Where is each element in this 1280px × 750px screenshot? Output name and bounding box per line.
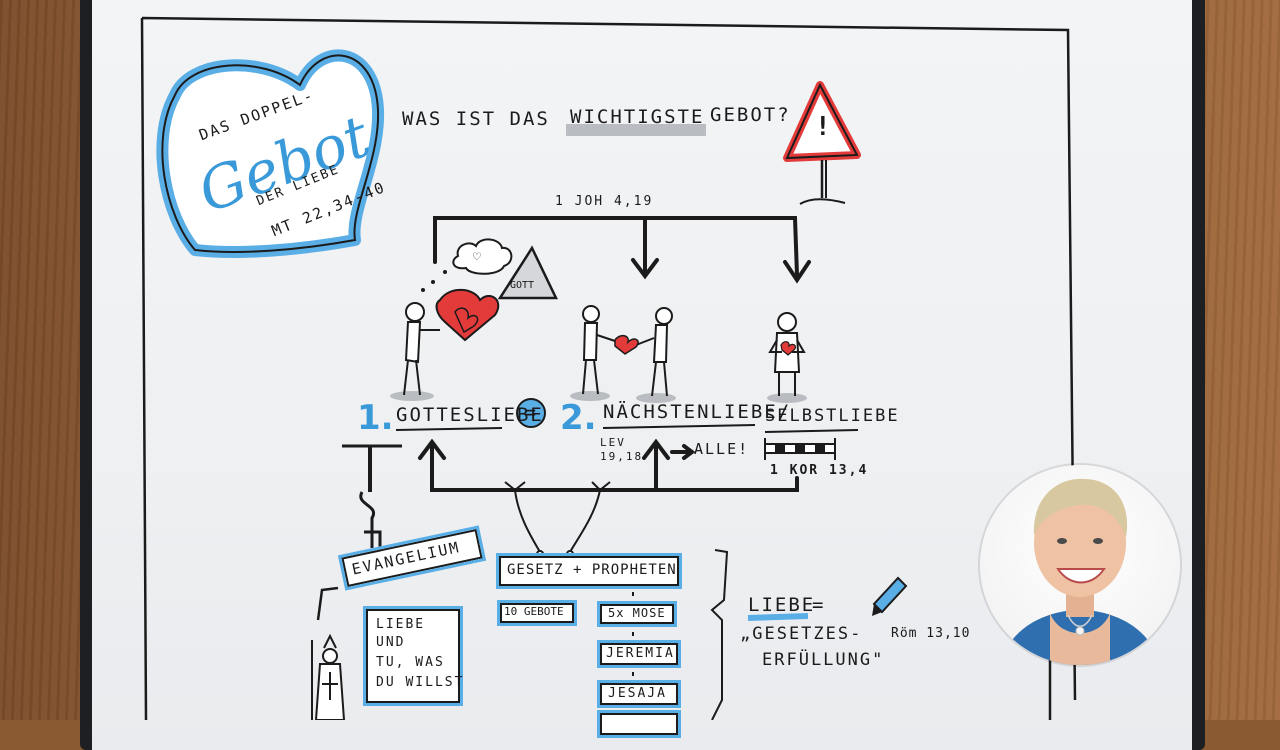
- small-heart-icon: [614, 334, 639, 355]
- bottom-arrow-bracket: [418, 438, 799, 492]
- question-highlight: WICHTIGSTE: [570, 106, 705, 128]
- warning-sign-icon: [783, 81, 861, 205]
- liebe-quote-box: LIEBE UND TU, WAS DU WILLST: [363, 606, 463, 706]
- top-arrow-bracket: [433, 216, 811, 284]
- moses-label: 5x MOSE: [608, 606, 666, 620]
- person-figure-icon: [390, 302, 440, 401]
- definition-reference: Röm 13,10: [891, 626, 971, 641]
- ten-commandments-box: 10 GEBOTE: [497, 600, 577, 626]
- two-people-figure-icon: [570, 305, 676, 403]
- top-reference: 1 JOH 4,19: [555, 194, 654, 209]
- thought-bubble-icon: [421, 238, 513, 292]
- wichtigste-underline: [566, 124, 706, 136]
- curly-bracket: [710, 549, 729, 720]
- jeremia-box: JEREMIA: [597, 640, 681, 668]
- selbstliebe-label: SELBSTLIEBE: [765, 406, 900, 426]
- presenter-avatar: [980, 465, 1180, 665]
- gottesliebe-label: GOTTESLIEBE: [396, 404, 544, 426]
- number-two: 2.: [560, 398, 597, 438]
- warning-exclamation: !: [815, 112, 833, 142]
- evangelium-arrow: [316, 586, 339, 621]
- equals-circle-icon: [516, 398, 546, 428]
- alle-label: ALLE!: [694, 440, 750, 458]
- naechstenliebe-label: NÄCHSTENLIEBE/: [603, 401, 792, 423]
- commandment-underlines: [395, 424, 859, 433]
- jeremia-label: JEREMIA: [606, 646, 675, 661]
- presenter-portrait-icon: [1000, 478, 1160, 665]
- jesaja-label: JESAJA: [608, 686, 667, 701]
- next-prophet-box: [597, 710, 681, 738]
- bishop-figure-icon: [311, 633, 346, 720]
- god-triangle-icon: [497, 245, 558, 300]
- kor-reference: 1 KOR 13,4: [770, 463, 869, 478]
- sketch-drawing: [156, 49, 908, 720]
- definition-equals: =: [812, 594, 826, 616]
- rope-lines: [504, 481, 611, 558]
- liebe-quote-3: TU, WAS: [376, 655, 445, 670]
- law-prophets-box: GESETZ + PROPHETEN: [496, 553, 682, 589]
- ten-commandments-label: 10 GEBOTE: [504, 605, 564, 618]
- equals-sign: =: [524, 400, 539, 424]
- question-prefix: WAS IST DAS: [402, 108, 550, 130]
- definition-line-2: ERFÜLLUNG": [762, 650, 885, 670]
- number-one: 1.: [357, 398, 394, 438]
- measuring-bar-icon: [764, 438, 836, 460]
- lev-reference: LEV 19,18: [600, 436, 644, 463]
- law-prophets-label: GESETZ + PROPHETEN: [507, 562, 677, 578]
- moses-box: 5x MOSE: [597, 601, 677, 627]
- thought-bubble-heart: ♡: [473, 250, 483, 265]
- liebe-underline: [747, 613, 809, 621]
- liebe-quote-1: LIEBE: [376, 617, 426, 632]
- heart-icon: [156, 49, 385, 258]
- jesaja-box: JESAJA: [597, 680, 681, 708]
- liebe-quote-4: DU WILLST: [376, 675, 465, 690]
- question-suffix: GEBOT?: [710, 104, 791, 126]
- pencil-icon: [872, 576, 908, 616]
- self-love-figure-icon: [767, 312, 807, 403]
- definition-line-1: „GESETZES-: [740, 624, 863, 644]
- big-heart-icon: [435, 288, 500, 342]
- definition-word: LIEBE: [748, 594, 816, 616]
- god-label: GOTT: [510, 280, 535, 291]
- rope-hook-icon: [342, 444, 402, 548]
- liebe-quote-2: UND: [376, 635, 406, 650]
